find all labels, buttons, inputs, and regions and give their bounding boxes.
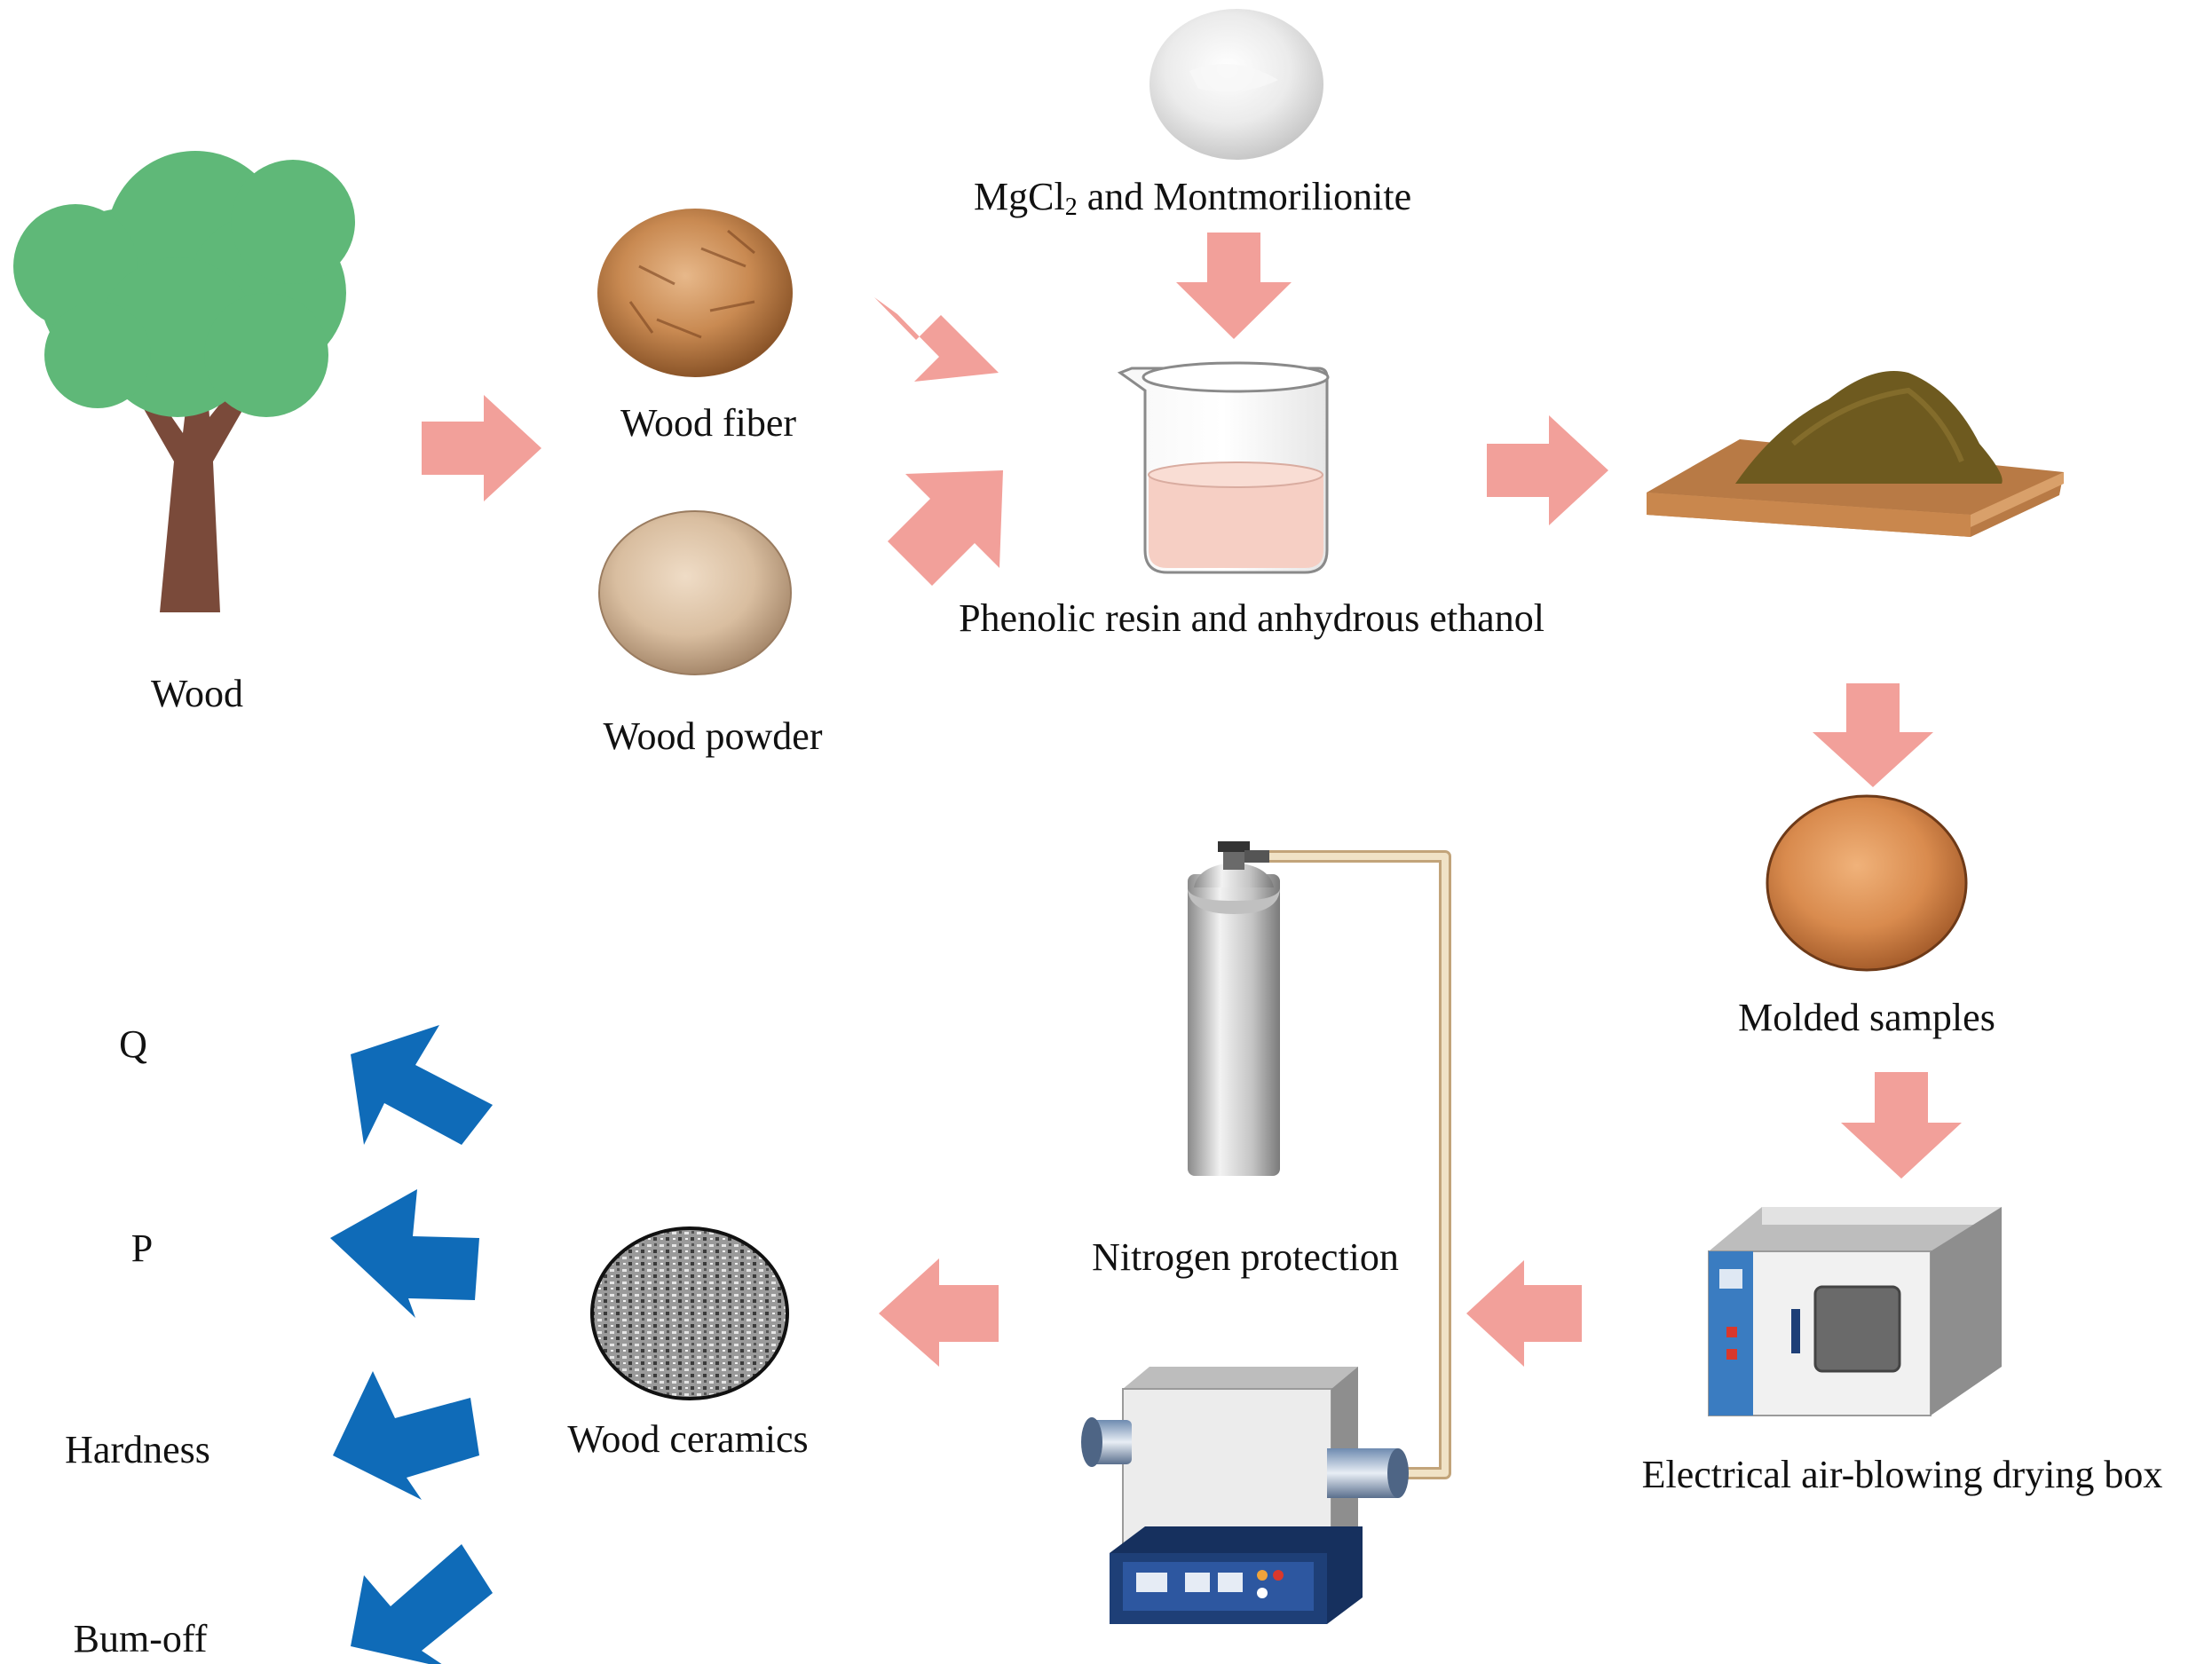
mixed-material-pile-image <box>1647 371 2064 537</box>
label-wood: Wood <box>150 672 244 715</box>
arrow-beaker-to-pile <box>1487 415 1608 525</box>
label-wood-ceramics: Wood ceramics <box>567 1417 809 1461</box>
arrow-to-p <box>330 1189 479 1318</box>
drying-oven-image <box>1708 1207 2002 1416</box>
label-molded-samples: Molded samples <box>1738 996 1995 1039</box>
label-nitrogen-protection: Nitrogen protection <box>1092 1235 1399 1279</box>
label-mgcl-suffix: and Montmorilionite <box>1077 175 1412 218</box>
arrow-powder-to-beaker <box>888 470 1003 586</box>
nitrogen-cylinder-image <box>1188 841 1280 1176</box>
mgcl2-montmorillonite-image <box>1149 9 1323 160</box>
label-q: Q <box>119 1022 147 1066</box>
arrow-wood-to-fiber <box>422 395 541 501</box>
arrow-to-q <box>351 1025 493 1145</box>
wood-ceramics-image <box>590 1226 789 1400</box>
label-p: P <box>130 1226 154 1270</box>
tree-icon <box>13 151 355 612</box>
arrow-to-hardness <box>333 1371 479 1500</box>
tube-furnace-image <box>1081 1367 1409 1624</box>
arrow-to-burnoff <box>351 1544 493 1664</box>
beaker-image <box>1117 361 1330 574</box>
label-mgcl-subscript: 2 <box>1064 193 1078 221</box>
label-wood-powder: Wood powder <box>603 714 823 758</box>
label-burnoff: Bum-off <box>73 1617 208 1660</box>
label-wood-fiber: Wood fiber <box>620 401 797 445</box>
arrow-molded-to-oven <box>1841 1072 1962 1179</box>
label-drying-box: Electrical air-blowing drying box <box>1641 1453 2163 1496</box>
wood-fiber-image <box>597 209 793 377</box>
arrow-fiber-to-beaker <box>874 297 999 382</box>
wood-powder-image <box>598 510 792 675</box>
arrow-pile-to-molded <box>1813 683 1933 787</box>
arrow-furnace-to-ceramics <box>879 1258 999 1367</box>
label-mgcl2-montmorillonite: MgCl2 and Montmorilionite <box>974 174 1411 222</box>
molded-sample-image <box>1766 794 1968 972</box>
output-arrows <box>330 1025 493 1664</box>
arrow-oven-to-furnace <box>1466 1260 1582 1367</box>
arrow-mgcl2-to-beaker <box>1176 233 1292 339</box>
label-hardness: Hardness <box>65 1428 210 1471</box>
label-phenolic-resin: Phenolic resin and anhydrous ethanol <box>959 596 1544 640</box>
label-mgcl-prefix: MgCl <box>974 175 1065 218</box>
